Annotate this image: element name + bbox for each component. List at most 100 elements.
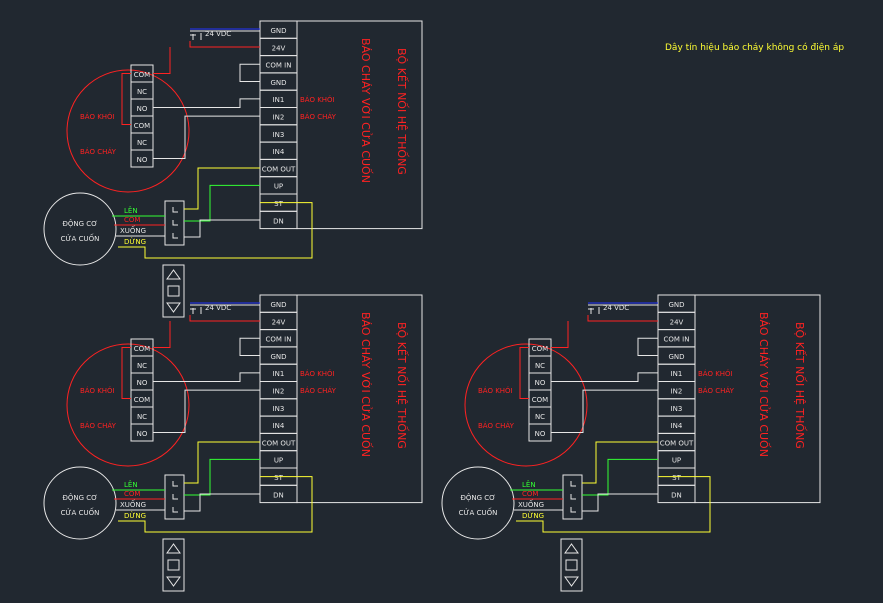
up-signal-wire: [582, 458, 658, 496]
motor-wire-label: COM: [124, 490, 140, 498]
in1-label: BÁO KHÓI: [300, 95, 335, 104]
alarm-contact-nc: NC: [137, 88, 147, 96]
alarm-contact-no: NO: [535, 379, 546, 387]
terminal-label-st: ST: [672, 474, 681, 482]
remote-body: [162, 264, 185, 318]
alarm-contact-no: NO: [137, 156, 148, 164]
terminal-label-up: UP: [672, 457, 681, 465]
motor-wire-label: XUỐNG: [120, 225, 146, 235]
motor-wire-label: COM: [124, 216, 140, 224]
terminal-label-gnd: GND: [270, 353, 286, 361]
stop-signal-wire: [516, 476, 711, 533]
terminal-label-gnd: GND: [270, 27, 286, 35]
motor-label-1: ĐỘNG CƠ: [460, 493, 495, 502]
controller-title: BỘ KẾT NỐI HỆ THỐNG: [793, 322, 807, 449]
alarm-contact-com: COM: [532, 396, 548, 404]
24v-wire: [587, 315, 658, 322]
motor-label-2: CỬA CUỐN: [61, 507, 100, 517]
down-signal-wire: [582, 493, 658, 512]
terminal-label-in2: IN2: [671, 388, 683, 396]
relay-contact: [172, 481, 178, 487]
terminal-label-in3: IN3: [273, 405, 285, 413]
alarm-smoke-label: BÁO KHÓI: [80, 386, 115, 395]
remote-body: [162, 538, 185, 592]
alarm-contact-com: COM: [134, 345, 150, 353]
remote-down-arrow-icon: [166, 302, 181, 313]
supply-label: 24 VDC: [603, 304, 629, 312]
remote-up-arrow-icon: [166, 543, 181, 554]
motor-wire-label: XUỐNG: [120, 499, 146, 509]
remote-down-arrow-icon: [166, 576, 181, 587]
remote-body: [560, 538, 583, 592]
alarm-circle: [66, 343, 190, 467]
terminal-label-in3: IN3: [671, 405, 683, 413]
alarm-circle: [66, 69, 190, 193]
down-signal-wire: [184, 219, 260, 238]
no-to-in1-wire: [153, 98, 260, 108]
terminal-label-gnd: GND: [668, 353, 684, 361]
com-bridge-wire: [519, 347, 529, 399]
up-signal-wire: [184, 184, 260, 222]
terminal-label-gnd: GND: [270, 79, 286, 87]
relay-block: [164, 474, 185, 520]
terminal-label-in1: IN1: [273, 96, 285, 104]
com-bridge-wire: [121, 73, 131, 125]
remote-up-arrow-icon: [166, 269, 181, 280]
controller-title: BỘ KẾT NỐI HỆ THỐNG: [395, 48, 409, 175]
motor-label-1: ĐỘNG CƠ: [62, 493, 97, 502]
motor-wire-label: COM: [522, 490, 538, 498]
24v-wire: [189, 41, 260, 48]
alarm-smoke-label: BÁO KHÓI: [478, 386, 513, 395]
remote-stop-icon: [167, 285, 180, 297]
alarm-contact-no: NO: [137, 105, 148, 113]
relay-contact: [172, 494, 178, 500]
relay-contact: [172, 220, 178, 226]
alarm-contact-nc: NC: [535, 413, 545, 421]
no-to-in1-wire: [551, 372, 658, 382]
remote-up-arrow-icon: [564, 543, 579, 554]
terminal-label-com-out: COM OUT: [262, 165, 296, 173]
terminal-label-24v: 24V: [272, 318, 286, 326]
relay-contact: [570, 481, 576, 487]
terminal-label-dn: DN: [273, 217, 284, 225]
controller-title: BÁO CHÁY VỚI CỬA CUỐN: [359, 38, 373, 183]
motor-wire-label: LÊN: [124, 480, 138, 489]
terminal-label-dn: DN: [671, 491, 682, 499]
remote-down-arrow-icon: [564, 576, 579, 587]
alarm-circle: [464, 343, 588, 467]
motor-wire-label: DỪNG: [124, 237, 146, 246]
in2-label: BÁO CHÁY: [300, 112, 337, 121]
terminal-label-24v: 24V: [272, 44, 286, 52]
alarm-contact-nc: NC: [137, 139, 147, 147]
terminal-label-com-in: COM IN: [266, 62, 292, 70]
terminal-label-in2: IN2: [273, 114, 285, 122]
alarm-contact-com: COM: [532, 345, 548, 353]
controller-title: BÁO CHÁY VỚI CỬA CUỐN: [757, 312, 771, 457]
motor-circle: [43, 192, 117, 266]
in2-label: BÁO CHÁY: [300, 386, 337, 395]
com-out-wire: [582, 441, 658, 484]
terminal-label-st: ST: [274, 474, 283, 482]
relay-contact: [570, 507, 576, 513]
alarm-contact-no: NO: [535, 430, 546, 438]
stop-signal-wire: [118, 202, 313, 259]
in1-label: BÁO KHÓI: [300, 369, 335, 378]
no-to-in2-wire: [551, 389, 658, 433]
terminal-label-com-in: COM IN: [266, 336, 292, 344]
relay-block: [562, 474, 583, 520]
jumper-wire: [637, 337, 658, 357]
motor-label-2: CỬA CUỐN: [459, 507, 498, 517]
alarm-contact-nc: NC: [137, 413, 147, 421]
relay-contact: [172, 207, 178, 213]
down-signal-wire: [184, 493, 260, 512]
supply-label: 24 VDC: [205, 304, 231, 312]
diagram-title: Dây tín hiệu báo cháy không có điện áp: [665, 42, 844, 53]
terminal-label-dn: DN: [273, 491, 284, 499]
motor-wire-label: DỪNG: [522, 511, 544, 520]
terminal-label-com-out: COM OUT: [262, 439, 296, 447]
terminal-label-com-out: COM OUT: [660, 439, 694, 447]
com-to-24v-wire: [153, 47, 171, 74]
terminal-label-in1: IN1: [671, 370, 683, 378]
jumper-wire: [239, 337, 260, 357]
controller-title: BÁO CHÁY VỚI CỬA CUỐN: [359, 312, 373, 457]
